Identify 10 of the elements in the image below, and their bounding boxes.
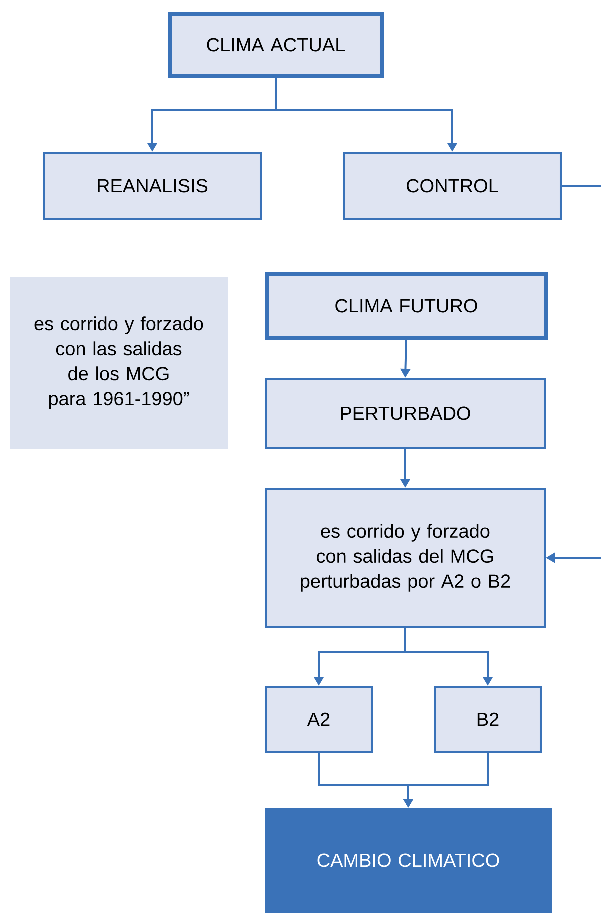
process-box: PERTURBADO bbox=[265, 378, 546, 449]
note-box: es corrido y forzado con las salidas de los MCG para 1961-1990” bbox=[10, 277, 228, 449]
process-box: es corrido y forzado con salidas del MCG perturbadas por A2 o B2 bbox=[265, 488, 546, 628]
heading-box: CLIMA ACTUAL bbox=[168, 12, 384, 78]
process-box: REANALISIS bbox=[43, 152, 262, 220]
result-box: CAMBIO CLIMATICO bbox=[265, 808, 552, 913]
heading-box: CLIMA FUTURO bbox=[265, 272, 548, 340]
process-box: B2 bbox=[434, 686, 542, 753]
process-box: CONTROL bbox=[343, 152, 562, 220]
process-box: A2 bbox=[265, 686, 373, 753]
